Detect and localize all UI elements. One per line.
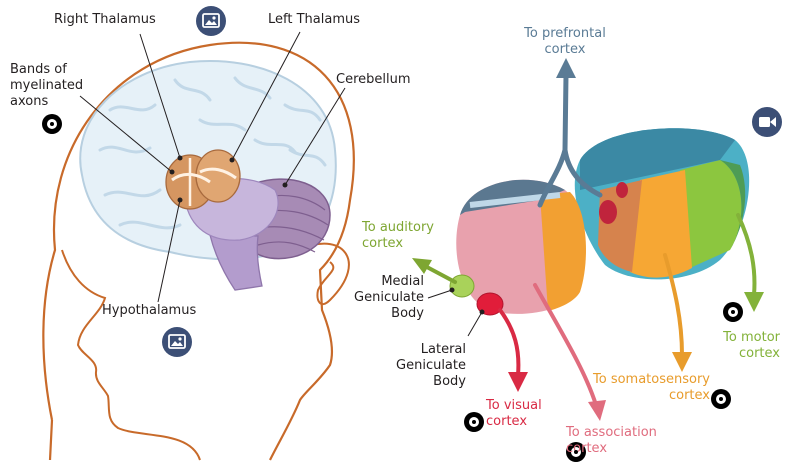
ear-outline — [299, 242, 350, 306]
right-thalamus-label: Right Thalamus — [54, 12, 156, 27]
medial-geniculate-body — [449, 274, 475, 298]
bands-of-myelinated-axons-label: Bands of myelinated axons — [10, 62, 84, 109]
thalamus-pair — [165, 149, 241, 210]
auditory-arrowhead — [412, 258, 432, 274]
hotspot-icon[interactable] — [566, 442, 586, 462]
image-icon[interactable] — [196, 6, 226, 36]
hotspot-icon[interactable] — [711, 389, 731, 409]
video-camera-icon-glyph — [752, 107, 782, 137]
leader-points-right — [449, 287, 485, 315]
video-camera-icon[interactable] — [752, 107, 782, 137]
hypothalamus-label: Hypothalamus — [102, 303, 197, 318]
face-outline — [61, 249, 201, 461]
medial-geniculate-body-label: Medial Geniculate Body — [354, 274, 424, 321]
association-arrowhead — [588, 400, 606, 421]
hotspot-icon[interactable] — [723, 302, 743, 322]
to-visual-cortex-label: To visual cortex — [486, 398, 542, 429]
image-icon-glyph-top — [196, 6, 226, 36]
prefrontal-arrowhead — [556, 58, 576, 78]
brain-gyri — [98, 76, 327, 230]
left-thalamus-label: Left Thalamus — [268, 12, 360, 27]
to-prefrontal-cortex-label: To prefrontal cortex — [524, 26, 606, 57]
association-pathway — [533, 283, 598, 407]
lateral-geniculate-body-label: Lateral Geniculate Body — [396, 342, 466, 389]
motor-arrowhead — [744, 292, 764, 312]
prefrontal-pathway — [537, 72, 603, 208]
hotspot-icon[interactable] — [42, 114, 62, 134]
lateral-geniculate-body — [476, 292, 504, 316]
hotspot-icon[interactable] — [464, 412, 484, 432]
thalamus-right-lobe — [574, 128, 750, 280]
motor-pathway — [736, 213, 757, 297]
cerebellum-label: Cerebellum — [336, 72, 411, 87]
to-motor-cortex-label: To motor cortex — [723, 330, 780, 361]
visual-pathway — [498, 308, 521, 377]
auditory-pathway — [423, 264, 457, 284]
image-icon[interactable] — [162, 327, 192, 357]
brainstem — [209, 234, 263, 291]
to-auditory-cortex-label: To auditory cortex — [362, 220, 434, 251]
to-somatosensory-cortex-label: To somatosensory cortex — [593, 372, 710, 403]
head-outline — [42, 41, 355, 461]
image-icon-glyph-bottom — [162, 327, 192, 357]
somatosensory-pathway — [663, 253, 684, 357]
right-leader-lines — [427, 289, 483, 337]
thalamus-left-lobe — [456, 179, 586, 314]
leader-points-left — [169, 155, 288, 203]
visual-arrowhead — [508, 372, 528, 392]
somatosensory-arrowhead — [672, 352, 692, 372]
left-leader-lines — [79, 31, 346, 303]
to-association-cortex-label: To association cortex — [566, 425, 657, 456]
